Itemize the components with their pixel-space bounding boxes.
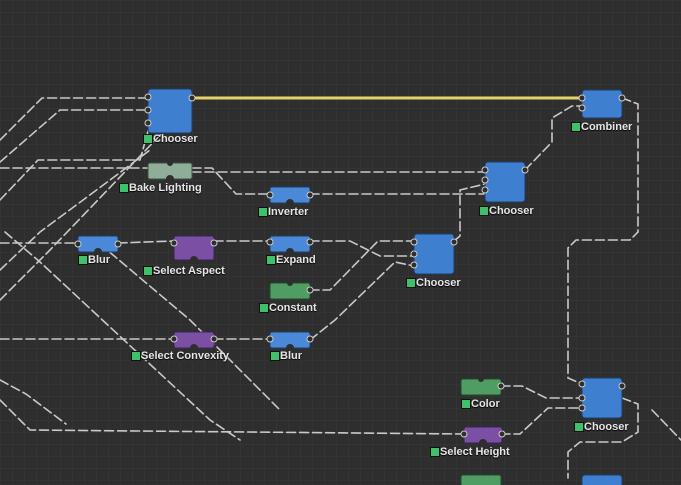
chooser-body-partial bbox=[581, 474, 623, 485]
chooser-node[interactable] bbox=[481, 161, 529, 203]
wire[interactable] bbox=[4, 231, 241, 441]
wire[interactable] bbox=[500, 407, 583, 435]
node-label: Blur bbox=[280, 350, 302, 362]
status-led bbox=[143, 134, 153, 144]
wire[interactable] bbox=[309, 261, 415, 341]
status-led bbox=[461, 399, 471, 409]
node-label: Color bbox=[471, 398, 500, 410]
combiner-node[interactable] bbox=[578, 89, 626, 119]
node-label: Chooser bbox=[489, 205, 534, 217]
wire[interactable] bbox=[309, 240, 415, 291]
wire[interactable] bbox=[567, 97, 639, 385]
node-label: Select Convexity bbox=[141, 350, 230, 362]
constant-node-partial[interactable] bbox=[460, 474, 502, 485]
color-body bbox=[460, 376, 505, 396]
wire[interactable] bbox=[117, 240, 175, 244]
status-led bbox=[270, 351, 280, 361]
node-label: Select Height bbox=[440, 446, 510, 458]
wire[interactable] bbox=[524, 105, 583, 171]
constant-body-partial bbox=[460, 474, 502, 485]
select-aspect-body bbox=[170, 235, 218, 264]
expand-node[interactable] bbox=[266, 235, 314, 256]
node-label: Chooser bbox=[584, 421, 629, 433]
blur-body bbox=[74, 235, 122, 256]
wire[interactable] bbox=[453, 183, 486, 242]
status-led bbox=[430, 447, 440, 457]
node-label: Expand bbox=[276, 254, 316, 266]
select-convexity-body bbox=[170, 331, 218, 352]
chooser-node-partial[interactable] bbox=[581, 474, 623, 485]
wire[interactable] bbox=[0, 97, 151, 141]
node-label: Blur bbox=[88, 254, 110, 266]
status-led bbox=[119, 183, 129, 193]
node-label: Select Aspect bbox=[153, 265, 225, 277]
node-label: Bake Lighting bbox=[129, 182, 202, 194]
inverter-body bbox=[266, 186, 314, 207]
inverter-node[interactable] bbox=[266, 186, 314, 207]
chooser-node[interactable] bbox=[144, 88, 196, 134]
select-height-node[interactable] bbox=[460, 426, 506, 447]
chooser-node[interactable] bbox=[578, 377, 626, 419]
bake-lighting-node[interactable] bbox=[147, 160, 193, 183]
status-led bbox=[266, 255, 276, 265]
chooser-body bbox=[410, 233, 458, 275]
wire[interactable] bbox=[651, 409, 681, 441]
node-label: Constant bbox=[269, 302, 317, 314]
select-aspect-node[interactable] bbox=[170, 235, 218, 264]
chooser-body bbox=[144, 88, 196, 134]
combiner-body bbox=[578, 89, 626, 119]
constant-body bbox=[269, 280, 314, 300]
wire[interactable] bbox=[567, 397, 639, 479]
status-led bbox=[571, 122, 581, 132]
wire[interactable] bbox=[191, 167, 271, 195]
wire[interactable] bbox=[309, 240, 415, 257]
chooser-node[interactable] bbox=[410, 233, 458, 275]
wire[interactable] bbox=[0, 379, 67, 425]
wire[interactable] bbox=[0, 149, 151, 271]
status-led bbox=[259, 303, 269, 313]
wire[interactable] bbox=[0, 399, 465, 435]
node-label: Inverter bbox=[268, 206, 309, 218]
status-led bbox=[406, 278, 416, 288]
status-led bbox=[131, 351, 141, 361]
node-label: Chooser bbox=[416, 277, 461, 289]
node-label: Combiner bbox=[581, 121, 633, 133]
status-led bbox=[78, 255, 88, 265]
chooser-body bbox=[481, 161, 529, 203]
constant-node[interactable] bbox=[269, 280, 314, 300]
select-convexity-node[interactable] bbox=[170, 331, 218, 352]
chooser-body bbox=[578, 377, 626, 419]
blur-body bbox=[266, 331, 314, 352]
bake-lighting-body bbox=[147, 160, 193, 183]
color-node[interactable] bbox=[460, 376, 505, 396]
select-height-body bbox=[460, 426, 506, 447]
expand-body bbox=[266, 235, 314, 256]
node-label: Chooser bbox=[153, 133, 198, 145]
wire[interactable] bbox=[99, 243, 281, 411]
wire[interactable] bbox=[500, 385, 583, 399]
status-led bbox=[258, 207, 268, 217]
status-led bbox=[574, 422, 584, 432]
blur-node[interactable] bbox=[266, 331, 314, 352]
status-led bbox=[479, 206, 489, 216]
status-led bbox=[143, 266, 153, 276]
blur-node[interactable] bbox=[74, 235, 122, 256]
wire[interactable] bbox=[0, 109, 151, 163]
